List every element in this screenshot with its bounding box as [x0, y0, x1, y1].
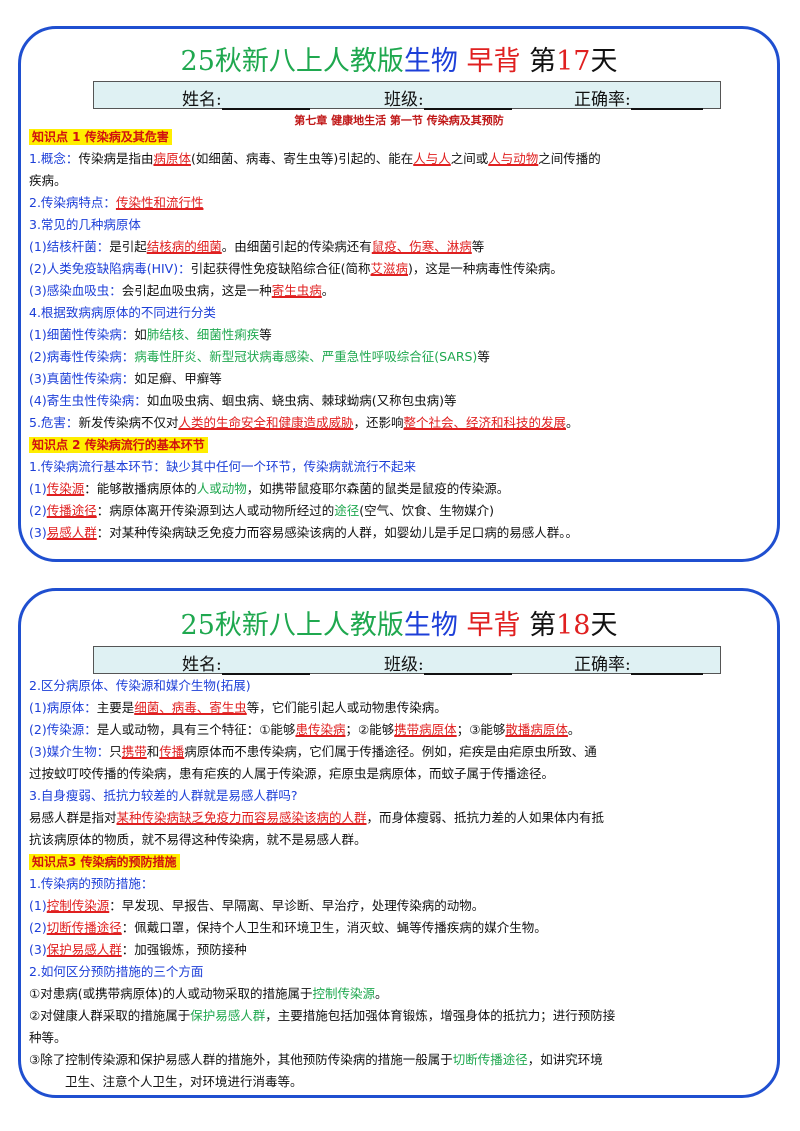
day18-name-bar: 姓名: 班级: 正确率: [93, 646, 721, 675]
three-aspects-heading: 2.如何区分预防措施的三个方面 [29, 964, 204, 979]
distinguish-heading: 2.区分病原体、传染源和媒介生物(拓展) [29, 678, 251, 693]
day17-title: 25秋新八上人教版生物 早背 第17天 [180, 46, 618, 77]
links-line: 1.传染病流行基本环节：缺少其中任何一个环节，传染病就流行不起来 [29, 459, 416, 474]
susceptible-line: (3)易感人群：对某种传染病缺乏免疫力而容易感染该病的人群，如婴幼儿是手足口病的… [29, 525, 578, 540]
fungal-line: (3)真菌性传染病：如足癣、甲癣等 [29, 371, 222, 386]
vector-line-cont: 过按蚊叮咬传播的传染病，患有疟疾的人属于传染源，疟原虫是病原体，而蚊子属于传播途… [29, 766, 555, 781]
knowledge-point-3: 知识点3 传染病的预防措施 [29, 853, 769, 871]
day18-title: 25秋新八上人教版生物 早背 第18天 [180, 610, 618, 641]
protect-line: (3)保护易感人群：加强锻炼，预防接种 [29, 942, 247, 957]
name-field: 姓名: [182, 650, 310, 675]
answer-line-cont: 抗该病原体的物质，就不易得这种传染病，就不是易感人群。 [29, 832, 367, 847]
day17-card: 25秋新八上人教版生物 早背 第17天 姓名: 班级: 正确率: 第七章 健康地… [18, 26, 780, 562]
tb-line: (1)结核杆菌：是引起结核病的细菌。由细菌引起的传染病还有鼠疫、伤寒、淋病等 [29, 239, 485, 254]
control-source-line: (1)控制传染源：早发现、早报告、早隔离、早诊断、早治疗，处理传染病的动物。 [29, 898, 485, 913]
bacterial-line: (1)细菌性传染病：如肺结核、细菌性痢疾等 [29, 327, 272, 342]
aspect-1: ①对患病(或携带病原体)的人或动物采取的措施属于控制传染源。 [29, 986, 388, 1001]
concept-line-cont: 疾病。 [29, 173, 67, 188]
pathogen-line: (1)病原体：主要是细菌、病毒、寄生虫等，它们能引起人或动物患传染病。 [29, 700, 447, 715]
day17-name-bar: 姓名: 班级: 正确率: [93, 81, 721, 110]
name-field: 姓名: [182, 85, 310, 110]
source-line: (1)传染源：能够散播病原体的人或动物，如携带鼠疫耶尔森菌的鼠类是鼠疫的传染源。 [29, 481, 510, 496]
class-field: 班级: [384, 85, 512, 110]
concept-line: 1.概念：传染病是指由病原体(如细菌、病毒、寄生虫等)引起的、能在人与人之间或人… [29, 151, 601, 166]
harm-line: 5.危害：新发传染病不仅对人类的生命安全和健康造成威胁，还影响整个社会、经济和科… [29, 415, 579, 430]
cut-route-line: (2)切断传播途径：佩戴口罩，保持个人卫生和环境卫生，消灭蚊、蝇等传播疾病的媒介… [29, 920, 547, 935]
knowledge-point-2: 知识点 2 传染病流行的基本环节 [29, 436, 769, 454]
day18-card: 25秋新八上人教版生物 早背 第18天 姓名: 班级: 正确率: 2.区分病原体… [18, 588, 780, 1098]
hiv-line: (2)人类免疫缺陷病毒(HIV)：引起获得性免疫缺陷综合征(简称艾滋病)，这是一… [29, 261, 563, 276]
viral-line: (2)病毒性传染病：病毒性肝炎、新型冠状病毒感染、严重急性呼吸综合征(SARS)… [29, 349, 490, 364]
schisto-line: (3)感染血吸虫：会引起血吸虫病，这是一种寄生虫病。 [29, 283, 335, 298]
parasitic-line: (4)寄生虫性传染病：如血吸虫病、蛔虫病、蛲虫病、棘球蚴病(又称包虫病)等 [29, 393, 457, 408]
feature-line: 2.传染病特点：传染性和流行性 [29, 195, 204, 210]
source-line: (2)传染源：是人或动物，具有三个特征：①能够患传染病；②能够携带病原体；③能够… [29, 722, 581, 737]
prevention-heading: 1.传染病的预防措施： [29, 876, 154, 891]
aspect-3: ③除了控制传染源和保护易感人群的措施外，其他预防传染病的措施一般属于切断传播途径… [29, 1052, 603, 1067]
class-field: 班级: [384, 650, 512, 675]
route-line: (2)传播途径：病原体离开传染源到达人或动物所经过的途径(空气、饮食、生物媒介) [29, 503, 495, 518]
question-heading: 3.自身瘦弱、抵抗力较差的人群就是易感人群吗? [29, 788, 298, 803]
aspect-2: ②对健康人群采取的措施属于保护易感人群，主要措施包括加强体育锻炼，增强身体的抵抗… [29, 1008, 616, 1023]
classification-heading: 4.根据致病病原体的不同进行分类 [29, 305, 216, 320]
aspect-3-cont: 卫生、注意个人卫生，对环境进行消毒等。 [65, 1074, 303, 1089]
pathogen-heading: 3.常见的几种病原体 [29, 217, 141, 232]
vector-line: (3)媒介生物：只携带和传播病原体而不患传染病，它们属于传播途径。例如，疟疾是由… [29, 744, 597, 759]
answer-line: 易感人群是指对某种传染病缺乏免疫力而容易感染该病的人群，而身体瘦弱、抵抗力差的人… [29, 810, 605, 825]
chapter-heading: 第七章 健康地生活 第一节 传染病及其预防 [294, 114, 504, 127]
knowledge-point-1: 知识点 1 传染病及其危害 [29, 128, 769, 146]
rate-field: 正确率: [574, 650, 703, 675]
rate-field: 正确率: [574, 85, 703, 110]
aspect-2-cont: 种等。 [29, 1030, 67, 1045]
